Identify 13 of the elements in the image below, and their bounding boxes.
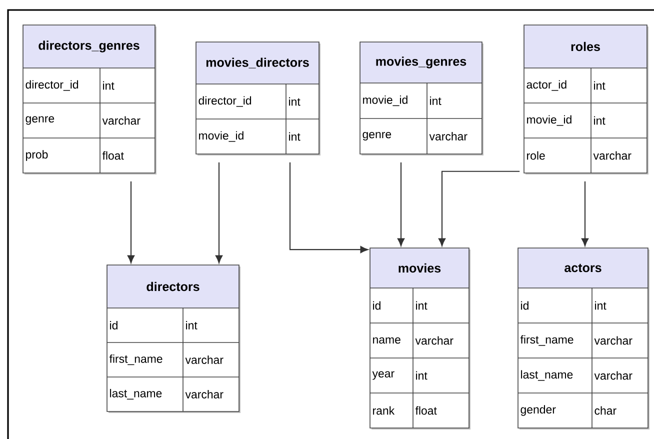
arrow bbox=[397, 162, 405, 246]
table: roles actor_id int movie_id int role varchar bbox=[524, 24, 648, 174]
arrow bbox=[289, 162, 368, 254]
table: movies_genres movie_id int genre varchar bbox=[360, 42, 484, 156]
arrow bbox=[127, 181, 135, 264]
table: directors_genres director_id int genre varchar prob float bbox=[22, 24, 156, 174]
arrow bbox=[438, 170, 520, 246]
table: movies id int name varchar year int rank float bbox=[370, 248, 470, 430]
table: actors id int first_name varchar last_name varchar gender char bbox=[518, 248, 650, 430]
arrow bbox=[581, 181, 589, 246]
table: directors id int first_name varchar last_name varchar bbox=[106, 264, 240, 413]
table: movies_directors director_id int movie_id int bbox=[196, 42, 320, 156]
arrow bbox=[215, 162, 223, 264]
